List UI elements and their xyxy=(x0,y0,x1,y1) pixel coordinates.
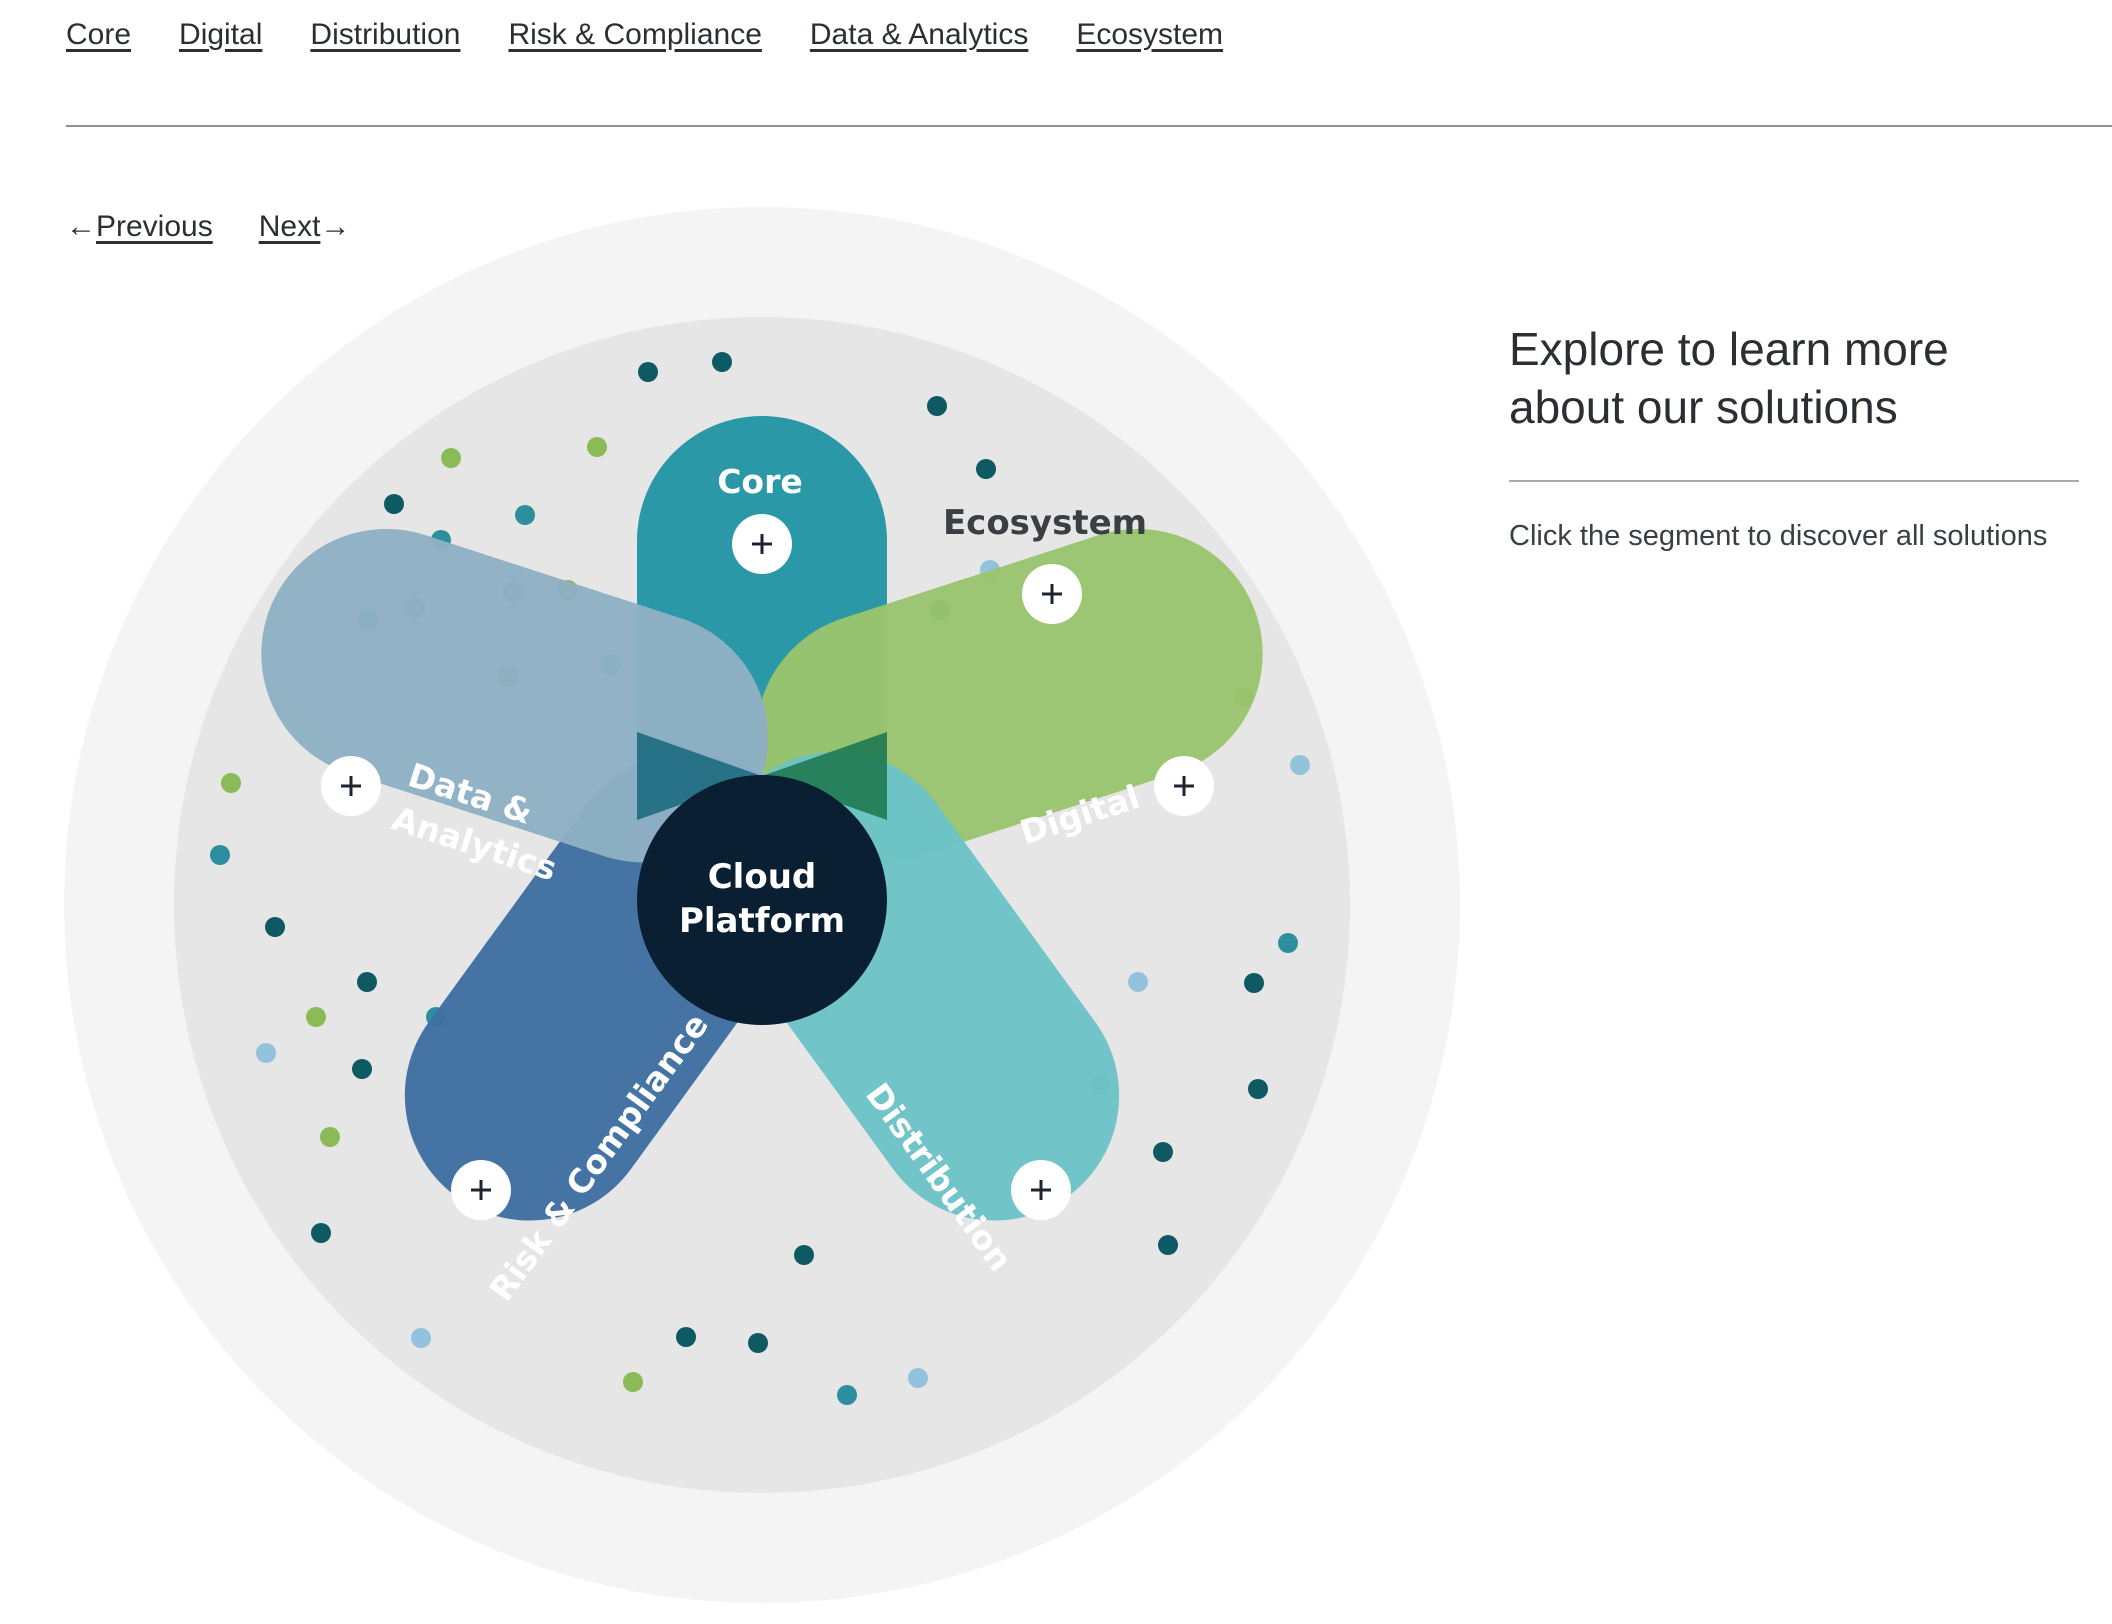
top-navigation: Core Digital Distribution Risk & Complia… xyxy=(66,18,1223,52)
decorative-dot xyxy=(1278,933,1298,953)
decorative-dot xyxy=(1158,1235,1178,1255)
decorative-dot xyxy=(384,494,404,514)
info-hint: Click the segment to discover all soluti… xyxy=(1509,520,2048,552)
pager: ←Previous Next→ xyxy=(66,210,350,244)
decorative-dot xyxy=(210,845,230,865)
core-plus-button[interactable] xyxy=(732,514,792,574)
decorative-dot xyxy=(908,1368,928,1388)
decorative-dot xyxy=(623,1372,643,1392)
decorative-dot xyxy=(837,1385,857,1405)
decorative-dot xyxy=(1128,972,1148,992)
next-label: Next xyxy=(258,210,321,243)
center-label-line1: Cloud xyxy=(708,857,817,897)
nav-link-ecosystem[interactable]: Ecosystem xyxy=(1076,18,1224,51)
info-heading: Explore to learn more about our solution… xyxy=(1509,320,2079,436)
plus-icon xyxy=(1174,776,1194,796)
arrow-left-icon: ← xyxy=(66,210,96,243)
previous-link[interactable]: ←Previous xyxy=(66,210,213,244)
decorative-dot xyxy=(1248,1079,1268,1099)
plus-icon xyxy=(1031,1180,1051,1200)
center-label-line2: Platform xyxy=(679,901,845,941)
decorative-dot xyxy=(515,505,535,525)
previous-label: Previous xyxy=(96,210,213,243)
decorative-dot xyxy=(676,1327,696,1347)
nav-link-risk-compliance[interactable]: Risk & Compliance xyxy=(508,18,762,51)
nav-link-digital[interactable]: Digital xyxy=(179,18,263,51)
digital-plus-button[interactable] xyxy=(1154,756,1214,816)
arrow-right-icon: → xyxy=(320,210,351,243)
plus-icon xyxy=(341,776,361,796)
decorative-dot xyxy=(587,437,607,457)
info-divider xyxy=(1509,480,2079,482)
plus-icon xyxy=(752,534,772,554)
risk-compliance-plus-button[interactable] xyxy=(451,1160,511,1220)
nav-divider xyxy=(66,125,2112,127)
nav-link-distribution[interactable]: Distribution xyxy=(310,18,461,51)
decorative-dot xyxy=(411,1328,431,1348)
decorative-dot xyxy=(748,1333,768,1353)
decorative-dot xyxy=(221,773,241,793)
next-link[interactable]: Next→ xyxy=(259,210,351,244)
decorative-dot xyxy=(357,972,377,992)
decorative-dot xyxy=(311,1223,331,1243)
decorative-dot xyxy=(1244,973,1264,993)
decorative-dot xyxy=(265,917,285,937)
decorative-dot xyxy=(1290,755,1310,775)
decorative-dot xyxy=(306,1007,326,1027)
info-heading-line2: about our solutions xyxy=(1509,381,1898,433)
decorative-dot xyxy=(320,1127,340,1147)
center-circle[interactable] xyxy=(637,775,887,1025)
overlap-core-data xyxy=(637,732,762,820)
nav-link-core[interactable]: Core xyxy=(66,18,132,51)
data-analytics-plus-button[interactable] xyxy=(321,756,381,816)
decorative-dot xyxy=(638,362,658,382)
distribution-plus-button[interactable] xyxy=(1011,1160,1071,1220)
decorative-dot xyxy=(976,459,996,479)
decorative-dot xyxy=(441,448,461,468)
plus-icon xyxy=(471,1180,491,1200)
solutions-diagram: Cloud Platform Core Digital Distribution… xyxy=(64,207,1460,1603)
ecosystem-plus-button[interactable] xyxy=(1022,564,1082,624)
core-label: Core xyxy=(717,462,803,501)
decorative-dot xyxy=(352,1059,372,1079)
decorative-dot xyxy=(712,352,732,372)
decorative-dot xyxy=(794,1245,814,1265)
info-panel: Explore to learn more about our solution… xyxy=(1509,320,2079,553)
plus-icon xyxy=(1042,584,1062,604)
ecosystem-label: Ecosystem xyxy=(943,503,1147,543)
decorative-dot xyxy=(927,396,947,416)
info-heading-line1: Explore to learn more xyxy=(1509,323,1949,375)
decorative-dot xyxy=(1153,1142,1173,1162)
overlap-core-digital xyxy=(762,732,887,820)
nav-link-data-analytics[interactable]: Data & Analytics xyxy=(809,18,1029,51)
decorative-dot xyxy=(256,1043,276,1063)
